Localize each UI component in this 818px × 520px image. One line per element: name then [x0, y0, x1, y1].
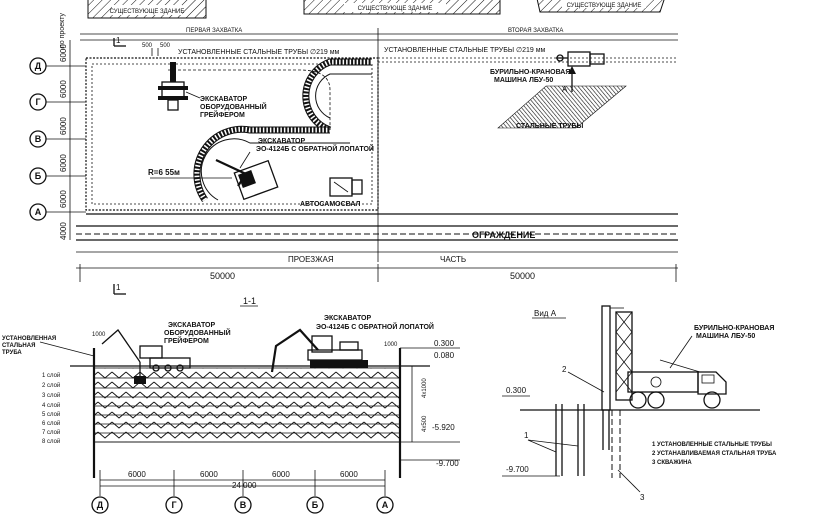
- section-axis-a: А: [382, 500, 389, 510]
- grab-excavator-section: [101, 329, 191, 384]
- backhoe-excavator-section: [270, 328, 368, 373]
- grab-excavator-plan: [158, 62, 188, 111]
- drill-machine-label-2: МАШИНА ЛБУ-50: [494, 77, 553, 84]
- section-axis-b: Б: [312, 500, 319, 510]
- bottom-dim-1: 6000: [128, 470, 146, 479]
- side-dim-4x500: 4x500: [422, 415, 428, 432]
- fence-label: ОГРАЖДЕНИЕ: [472, 230, 535, 240]
- row-dim-4: 6000: [59, 154, 68, 172]
- axis-b: Б: [35, 171, 42, 181]
- zone-second-label: ВТОРАЯ ЗАХВАТКА: [508, 28, 563, 34]
- layer-1: 1 слой: [42, 372, 60, 379]
- grab-excavator-label-2: ОБОРУДОВАННЫЙ: [200, 102, 267, 111]
- view-a-machine-label-1: БУРИЛЬНО-КРАНОВАЯ: [694, 325, 774, 332]
- callout-1: 1: [524, 431, 529, 440]
- road-label-right: ЧАСТЬ: [440, 255, 466, 264]
- dim-500-b: 500: [160, 43, 171, 49]
- layer-8: 8 слой: [42, 438, 60, 445]
- level-5920: -5.920: [432, 423, 455, 432]
- layer-7: 7 слой: [42, 429, 60, 436]
- radius-label: R=6 55м: [148, 168, 180, 177]
- haul-track: [168, 58, 372, 202]
- section-mark-bottom: 1: [116, 283, 121, 292]
- row-dim-3: 6000: [59, 117, 68, 135]
- backhoe-excavator-plan: [215, 159, 279, 201]
- section-grab-label-3: ГРЕЙФЕРОМ: [164, 336, 209, 345]
- dim-50000-right: 50000: [510, 271, 535, 281]
- layer-4: 4 слой: [42, 402, 60, 409]
- level-0300: 0.300: [434, 339, 455, 348]
- bottom-dim-4: 6000: [340, 470, 358, 479]
- bottom-dim-2: 6000: [200, 470, 218, 479]
- installed-pipe-label-3: ТРУБА: [2, 350, 22, 356]
- legend-item-1: 1 УСТАНОВЛЕННЫЕ СТАЛЬНЫЕ ТРУБЫ: [652, 442, 772, 448]
- dim-1000-left: 1000: [92, 332, 106, 338]
- dim-50000-left: 50000: [210, 271, 235, 281]
- view-a: Вид А БУРИЛЬНО-КРАНОВАЯ МАШИНА ЛБУ-50 0.…: [502, 305, 777, 502]
- row-dim-5: 6000: [59, 190, 68, 208]
- view-a-machine-label-2: МАШИНА ЛБУ-50: [696, 333, 755, 340]
- legend-item-3: 3 СКВАЖИНА: [652, 460, 692, 466]
- section-axis-g: Г: [171, 500, 176, 510]
- axis-g: Г: [35, 97, 40, 107]
- total-dim: 24 000: [232, 481, 257, 490]
- side-dim-4x1000: 4x1000: [422, 378, 428, 398]
- bottom-dim-3: 6000: [272, 470, 290, 479]
- drill-machine-label-1: БУРИЛЬНО-КРАНОВАЯ: [490, 69, 570, 76]
- grab-excavator-label-1: ЭКСКАВАТОР: [200, 96, 248, 103]
- layer-2: 2 слой: [42, 382, 60, 389]
- existing-buildings: СУЩЕСТВУЮЩЕ ЗДАНИЕ СУЩЕСТВУЮЩЕ ЗДАНИЕ СУ…: [87, 0, 665, 19]
- callout-2: 2: [562, 365, 567, 374]
- layer-6: 6 слой: [42, 420, 60, 427]
- plan-view: СУЩЕСТВУЮЩЕ ЗДАНИЕ СУЩЕСТВУЮЩЕ ЗДАНИЕ СУ…: [29, 0, 678, 295]
- existing-building-label-1: СУЩЕСТВУЮЩЕ ЗДАНИЕ: [110, 9, 185, 15]
- legend-item-2: 2 УСТАНАВЛИВАЕМАЯ СТАЛЬНАЯ ТРУБА: [652, 451, 777, 457]
- steel-pipes-label: СТАЛЬНЫЕ ТРУБЫ: [516, 123, 584, 130]
- section-axis-v: В: [240, 500, 247, 510]
- section-title: 1-1: [243, 296, 256, 306]
- level-9700: -9.700: [436, 459, 459, 468]
- road-label-left: ПРОЕЗЖАЯ: [288, 255, 334, 264]
- view-a-level-0300: 0.300: [506, 386, 527, 395]
- plan-axes: Д Г В Б А 6000 6000 6000 6000 6000 4000: [29, 40, 86, 240]
- dim-500-a: 500: [142, 43, 153, 49]
- installed-pipe-label-2: СТАЛЬНАЯ: [2, 343, 35, 349]
- grab-excavator-label-3: ГРЕЙФЕРОМ: [200, 110, 245, 119]
- section-backhoe-label-1: ЭКСКАВАТОР: [324, 315, 372, 322]
- row-dim-6: 4000: [59, 222, 68, 240]
- section-axis-d: Д: [97, 500, 104, 510]
- dump-truck-label: АВТОСАМОСВАЛ: [300, 201, 361, 208]
- axis-v: В: [35, 134, 42, 144]
- layer-5: 5 слой: [42, 411, 60, 418]
- row-dim-2: 6000: [59, 80, 68, 98]
- existing-building-label-2: СУЩЕСТВУЮЩЕ ЗДАНИЕ: [358, 6, 433, 12]
- backhoe-excavator-label-2: ЭО-4124Б С ОБРАТНОЙ ЛОПАТОЙ: [256, 144, 374, 153]
- axis-d: Д: [35, 61, 42, 71]
- axis-a: А: [35, 207, 42, 217]
- callout-3: 3: [640, 493, 645, 502]
- section-view: 1-1 1 слой 2 слой 3 слой 4 слой 5 слой 6…: [2, 296, 460, 514]
- section-backhoe-label-2: ЭО-4124Б С ОБРАТНОЙ ЛОПАТОЙ: [316, 322, 434, 331]
- section-grab-label-2: ОБОРУДОВАННЫЙ: [164, 328, 231, 337]
- installed-pipes-caption-2: УСТАНОВЛЕННЫЕ СТАЛЬНЫЕ ТРУБЫ ∅219 мм: [384, 47, 546, 54]
- drill-rig-plan: [556, 51, 605, 67]
- layer-3: 3 слой: [42, 392, 60, 399]
- vertical-caption: по проекту: [59, 12, 66, 48]
- level-0080: 0.080: [434, 351, 455, 360]
- installed-pipes-caption-1: УСТАНОВЛЕННЫЕ СТАЛЬНЫЕ ТРУБЫ ∅219 мм: [178, 49, 340, 56]
- steel-pipes-stack: [497, 85, 627, 129]
- installed-pipe-label-1: УСТАНОВЛЕННАЯ: [2, 336, 56, 342]
- dim-1000-right: 1000: [384, 342, 398, 348]
- row-dim-1: 6000: [59, 44, 68, 62]
- backhoe-excavator-label-1: ЭКСКАВАТОР: [258, 138, 306, 145]
- section-mark-top: 1: [116, 36, 121, 45]
- view-a-level-9700: -9.700: [506, 465, 529, 474]
- zone-first-label: ПЕРВАЯ ЗАХВАТКА: [186, 28, 242, 34]
- view-a-title: Вид А: [534, 309, 557, 318]
- section-grab-label-1: ЭКСКАВАТОР: [168, 322, 216, 329]
- dump-truck-plan: [329, 177, 363, 197]
- existing-building-label-3: СУЩЕСТВУЮЩЕ ЗДАНИЕ: [567, 3, 642, 9]
